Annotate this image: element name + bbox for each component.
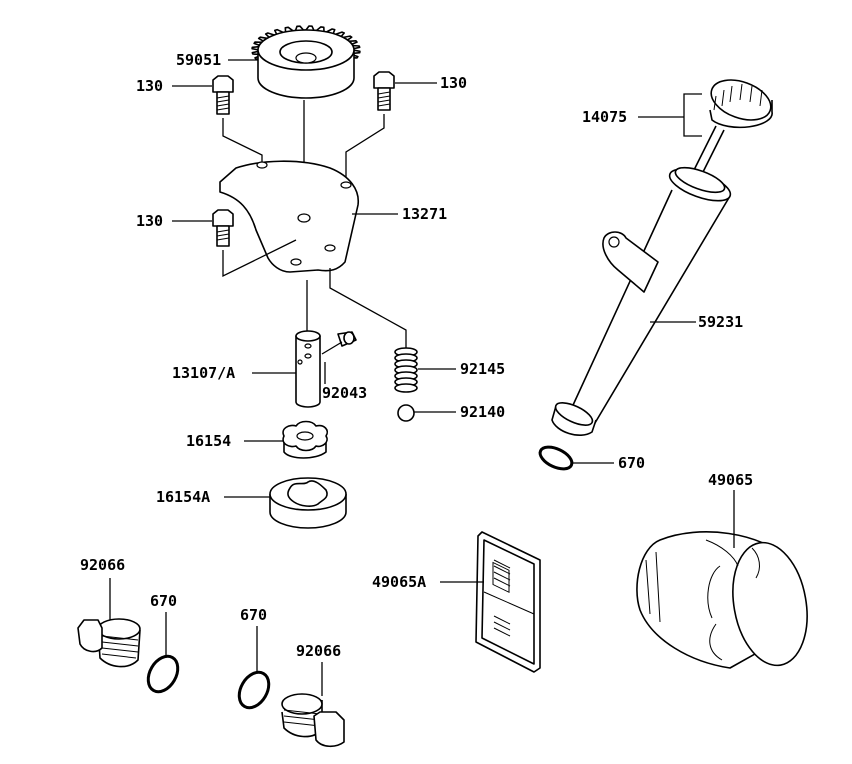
- plate-icon[interactable]: [219, 160, 359, 273]
- bolt-icon[interactable]: [373, 71, 395, 111]
- label-92145: 92145: [460, 360, 505, 378]
- label-670-left: 670: [150, 592, 177, 610]
- gear-icon[interactable]: [251, 25, 361, 99]
- shaft-icon[interactable]: [295, 330, 321, 408]
- drain-plug-icon[interactable]: [281, 693, 345, 748]
- label-130-left-mid: 130: [136, 212, 163, 230]
- oil-filter-icon[interactable]: [636, 531, 816, 671]
- label-130-left-top: 130: [136, 77, 163, 95]
- label-92043: 92043: [322, 384, 367, 402]
- filler-tube-icon[interactable]: [551, 163, 734, 436]
- rotor-icon[interactable]: [269, 477, 347, 529]
- ball-icon[interactable]: [397, 404, 415, 422]
- label-670-right: 670: [618, 454, 645, 472]
- drain-plug-icon[interactable]: [77, 618, 141, 668]
- bolt-icon[interactable]: [212, 209, 234, 247]
- o-ring-icon[interactable]: [142, 651, 184, 697]
- label-59231: 59231: [698, 313, 743, 331]
- o-ring-icon[interactable]: [233, 667, 275, 713]
- label-130-right-top: 130: [440, 74, 467, 92]
- label-92066-left: 92066: [80, 556, 125, 574]
- bolt-icon[interactable]: [212, 75, 234, 115]
- label-49065A: 49065A: [372, 573, 426, 591]
- label-14075: 14075: [582, 108, 627, 126]
- label-13271: 13271: [402, 205, 447, 223]
- label-92140: 92140: [460, 403, 505, 421]
- label-16154A: 16154A: [156, 488, 210, 506]
- label-59051: 59051: [176, 51, 221, 69]
- strainer-icon[interactable]: [475, 531, 541, 673]
- label-13107A: 13107/A: [172, 364, 235, 382]
- o-ring-icon[interactable]: [537, 443, 575, 474]
- label-49065: 49065: [708, 471, 753, 489]
- label-92066-middle: 92066: [296, 642, 341, 660]
- pin-icon[interactable]: [337, 331, 357, 347]
- label-16154: 16154: [186, 432, 231, 450]
- spring-icon[interactable]: [394, 347, 418, 393]
- label-670-middle: 670: [240, 606, 267, 624]
- rotor-icon[interactable]: [282, 420, 329, 459]
